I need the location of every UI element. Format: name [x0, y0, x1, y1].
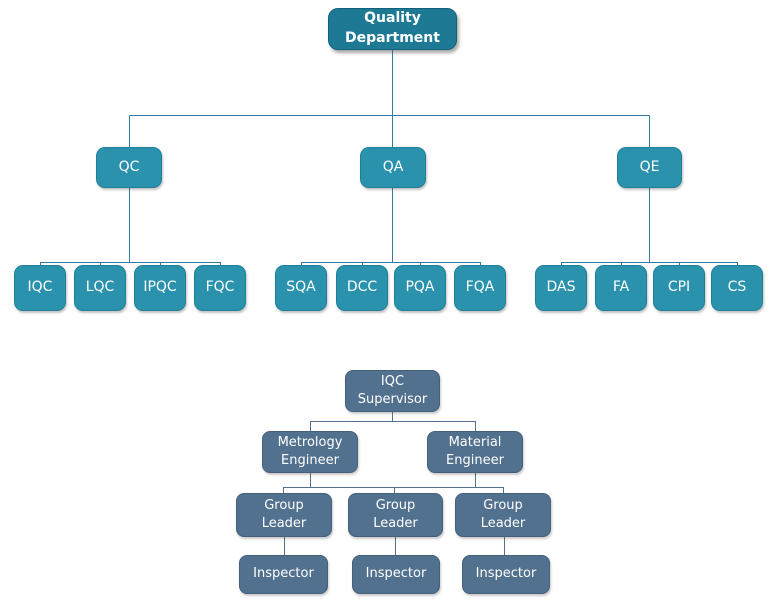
org-node-dcc: DCC — [336, 265, 388, 311]
org-node-lqc: LQC — [74, 265, 126, 311]
org-node-das: DAS — [535, 265, 587, 311]
org-node-inspector-2: Inspector — [352, 555, 440, 594]
org-node-inspector-1: Inspector — [239, 555, 328, 594]
org-node-sqa: SQA — [275, 265, 327, 311]
org-node-cpi: CPI — [653, 265, 705, 311]
org-node-ipqc: IPQC — [134, 265, 186, 311]
org-node-inspector-3: Inspector — [462, 555, 550, 594]
org-node-qc: QC — [96, 147, 162, 188]
org-node-iqc: IQC — [14, 265, 66, 311]
org-node-fqa: FQA — [454, 265, 506, 311]
org-node-fqc: FQC — [194, 265, 246, 311]
org-node-group-leader-3: Group Leader — [455, 493, 551, 537]
bottom-chart-connectors — [283, 412, 505, 558]
org-node-group-leader-1: Group Leader — [236, 493, 332, 537]
org-node-fa: FA — [595, 265, 647, 311]
org-node-metrology-engineer: Metrology Engineer — [262, 431, 358, 473]
org-node-qa: QA — [360, 147, 426, 188]
org-node-pqa: PQA — [394, 265, 446, 311]
org-node-iqc-supervisor: IQC Supervisor — [345, 370, 440, 412]
org-node-quality-department: Quality Department — [328, 8, 457, 50]
org-node-material-engineer: Material Engineer — [427, 431, 523, 473]
org-node-qe: QE — [617, 147, 682, 188]
org-node-group-leader-2: Group Leader — [348, 493, 443, 537]
org-node-cs: CS — [711, 265, 763, 311]
